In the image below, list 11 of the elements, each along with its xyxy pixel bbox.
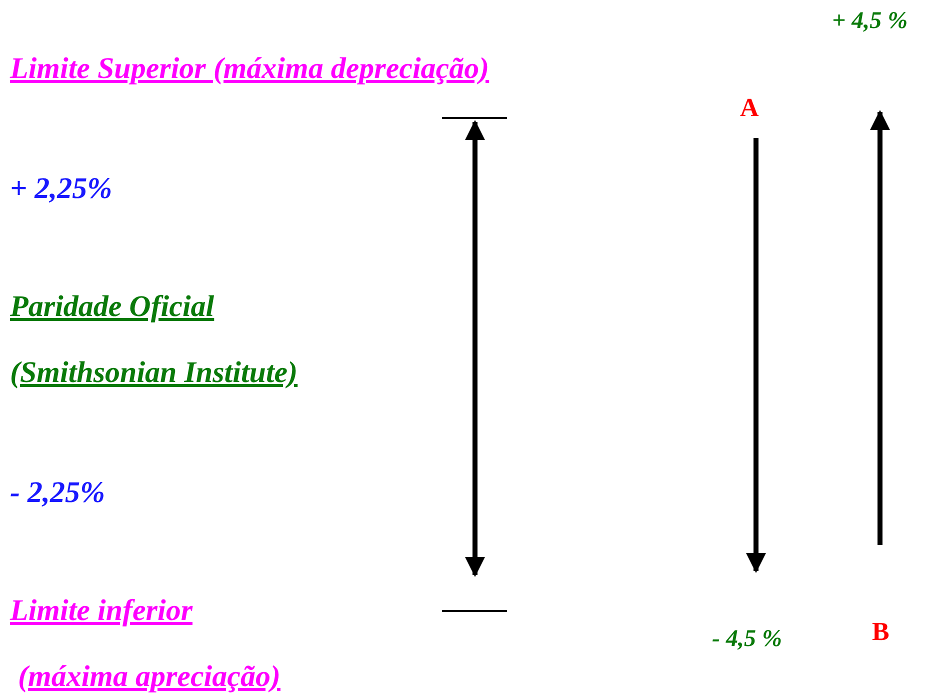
lower-limit-label: (máxima apreciação) [18,660,280,693]
parity-label: (Smithsonian Institute) [10,356,298,389]
upper-limit-label: Limite Superior (máxima depreciação) [10,52,490,85]
parity-label: Paridade Oficial [10,290,214,323]
point-label: A [740,94,759,123]
lower-limit-label: Limite inferior [10,594,192,627]
percent-label: + 4,5 % [832,8,908,34]
percent-label: - 4,5 % [712,626,782,652]
percent-label: - 2,25% [10,476,105,509]
percent-label: + 2,25% [10,172,112,205]
point-label: B [872,618,890,647]
